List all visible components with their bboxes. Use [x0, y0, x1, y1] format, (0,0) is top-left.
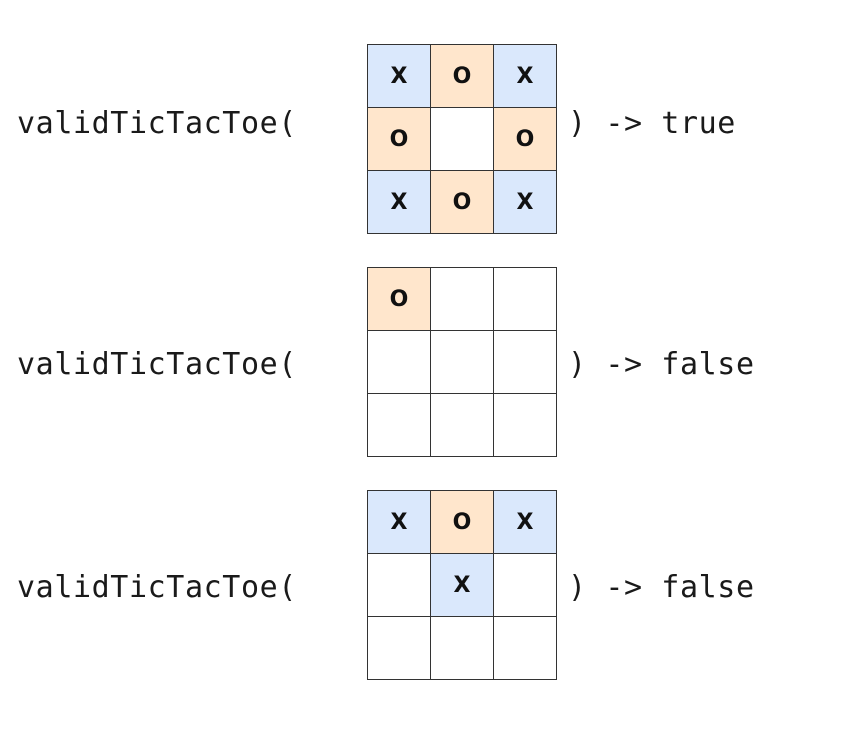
- board-cell: [430, 267, 494, 331]
- board-cell: X: [493, 490, 557, 554]
- board-cell: [493, 553, 557, 617]
- board-cell: [493, 393, 557, 457]
- board-cell: O: [493, 107, 557, 171]
- board-cell: X: [493, 44, 557, 108]
- board-cell: X: [493, 170, 557, 234]
- board-cell: O: [367, 267, 431, 331]
- tic-tac-toe-board: X O X X: [367, 490, 557, 680]
- board-cell: [367, 553, 431, 617]
- call-prefix: validTicTacToe(: [17, 347, 297, 382]
- board-cell: [367, 330, 431, 394]
- example-3: validTicTacToe( X O X X ) -> false: [0, 490, 846, 680]
- board-cell: O: [430, 170, 494, 234]
- board-cell: [430, 330, 494, 394]
- board-cell: [367, 616, 431, 680]
- board-cell: [430, 393, 494, 457]
- board-cell: [430, 107, 494, 171]
- board-cell: X: [430, 553, 494, 617]
- tic-tac-toe-board: O: [367, 267, 557, 457]
- call-prefix: validTicTacToe(: [17, 570, 297, 605]
- board-cell: [493, 330, 557, 394]
- board-cell: X: [367, 490, 431, 554]
- board-cell: [493, 616, 557, 680]
- call-prefix: validTicTacToe(: [17, 106, 297, 141]
- example-2: validTicTacToe( O ) -> false: [0, 267, 846, 457]
- board-cell: O: [430, 44, 494, 108]
- board-cell: X: [367, 44, 431, 108]
- call-result: ) -> true: [568, 106, 736, 141]
- board-cell: [493, 267, 557, 331]
- board-cell: [367, 393, 431, 457]
- board-cell: [430, 616, 494, 680]
- tic-tac-toe-board: X O X O O X O X: [367, 44, 557, 234]
- call-result: ) -> false: [568, 347, 755, 382]
- call-result: ) -> false: [568, 570, 755, 605]
- example-1: validTicTacToe( X O X O O X O X ) -> tru…: [0, 44, 846, 234]
- board-cell: O: [367, 107, 431, 171]
- board-cell: O: [430, 490, 494, 554]
- board-cell: X: [367, 170, 431, 234]
